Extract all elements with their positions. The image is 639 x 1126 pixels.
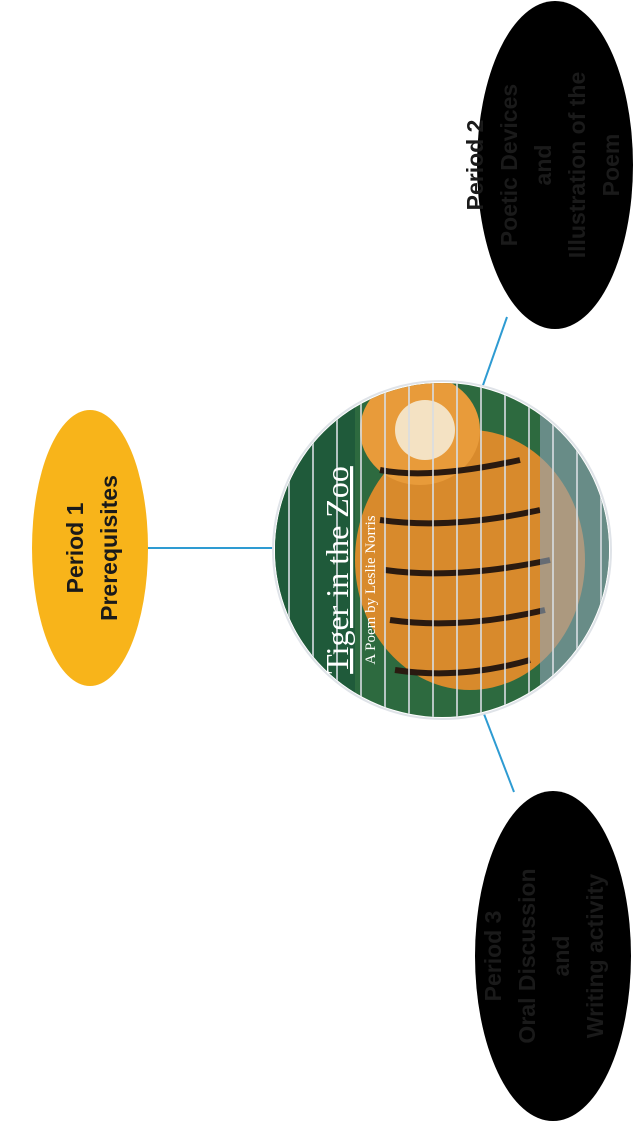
node-period-3-line-3: and xyxy=(548,936,574,977)
node-period-1-line-2: Prerequisites xyxy=(96,475,122,621)
node-period-2-line-5: Poem xyxy=(598,134,624,197)
connector-period-2 xyxy=(481,316,508,389)
center-cover-image: Tiger in the Zoo A Poem by Leslie Norris xyxy=(272,380,612,720)
node-period-3-line-1: Period 3 xyxy=(480,911,506,1002)
node-period-1: Period 1 Prerequisites xyxy=(32,410,148,686)
node-period-3-line-2: Oral Discussion xyxy=(514,868,540,1043)
node-period-1-line-1: Period 1 xyxy=(62,502,88,593)
node-period-2-line-1: Period 2 xyxy=(462,120,488,211)
node-period-3-line-4: Writing activity xyxy=(582,874,608,1039)
node-period-2-line-3: and xyxy=(530,145,556,186)
cover-title: Tiger in the Zoo xyxy=(319,466,355,674)
node-period-2: Period 2 Poetic Devices and Illustration… xyxy=(462,1,633,329)
connector-period-3 xyxy=(483,713,515,793)
node-period-3: Period 3 Oral Discussion and Writing act… xyxy=(475,791,631,1121)
node-period-2-line-4: Illustration of the xyxy=(564,72,590,259)
cover-subtitle: A Poem by Leslie Norris xyxy=(363,515,379,664)
node-period-2-line-2: Poetic Devices xyxy=(496,84,522,246)
